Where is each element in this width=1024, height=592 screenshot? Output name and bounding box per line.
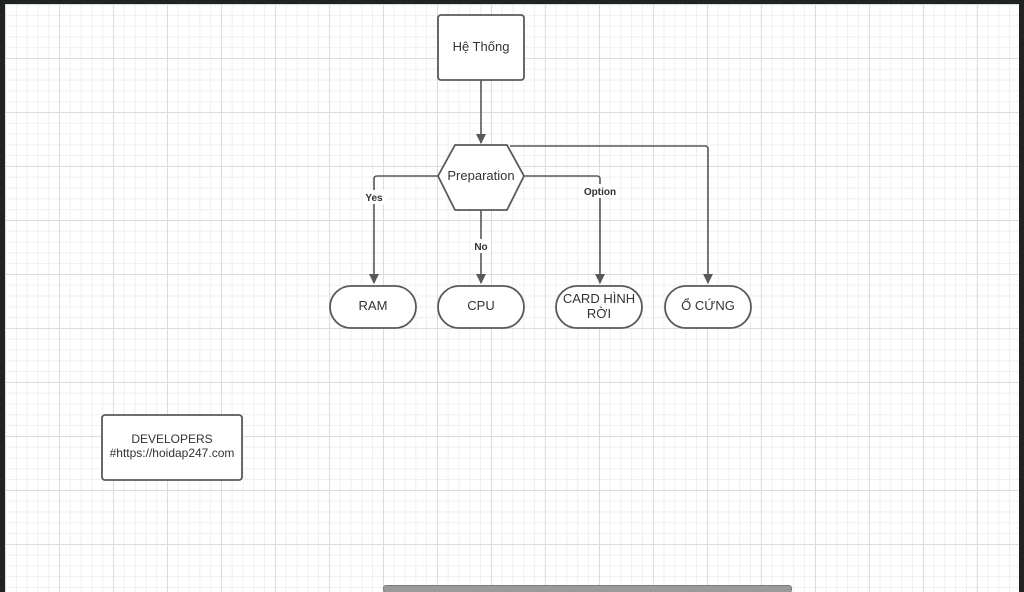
flowchart: Yes No Option Hệ Thống Preparation RAM C…: [101, 14, 752, 481]
node-system[interactable]: Hệ Thống: [437, 14, 525, 81]
node-ram-label: RAM: [359, 298, 388, 313]
node-cpu-label: CPU: [467, 298, 494, 313]
node-gpu[interactable]: CARD HÌNH RỜI: [555, 285, 643, 329]
node-developers-line1: DEVELOPERS: [131, 432, 212, 446]
edge-label-no: No: [474, 242, 487, 253]
node-developers-line2: #https://hoidap247.com: [110, 446, 235, 460]
node-preparation-label: Preparation: [447, 168, 514, 183]
edge-preparation-to-ram[interactable]: [369, 175, 438, 284]
edge-label-bg: [471, 239, 491, 253]
node-preparation[interactable]: Preparation: [437, 144, 525, 211]
edge-preparation-to-gpu[interactable]: [524, 175, 605, 284]
diagram-canvas[interactable]: Yes No Option Hệ Thống Preparation RAM C…: [5, 4, 1019, 592]
node-gpu-label-line1: CARD HÌNH: [563, 291, 635, 306]
edge-preparation-to-disk[interactable]: [510, 145, 713, 284]
node-gpu-label-line2: RỜI: [587, 306, 611, 321]
node-disk-label: Ổ CỨNG: [681, 298, 735, 313]
node-system-label: Hệ Thống: [453, 39, 510, 54]
edge-label-bg: [363, 190, 387, 204]
edge-label-bg: [583, 184, 617, 198]
node-developers[interactable]: DEVELOPERS #https://hoidap247.com: [101, 414, 243, 481]
node-cpu[interactable]: CPU: [437, 285, 525, 329]
node-ram[interactable]: RAM: [329, 285, 417, 329]
edge-label-yes: Yes: [365, 193, 383, 204]
horizontal-scrollbar[interactable]: [383, 585, 792, 592]
edge-label-option: Option: [584, 187, 616, 198]
node-disk[interactable]: Ổ CỨNG: [664, 285, 752, 329]
